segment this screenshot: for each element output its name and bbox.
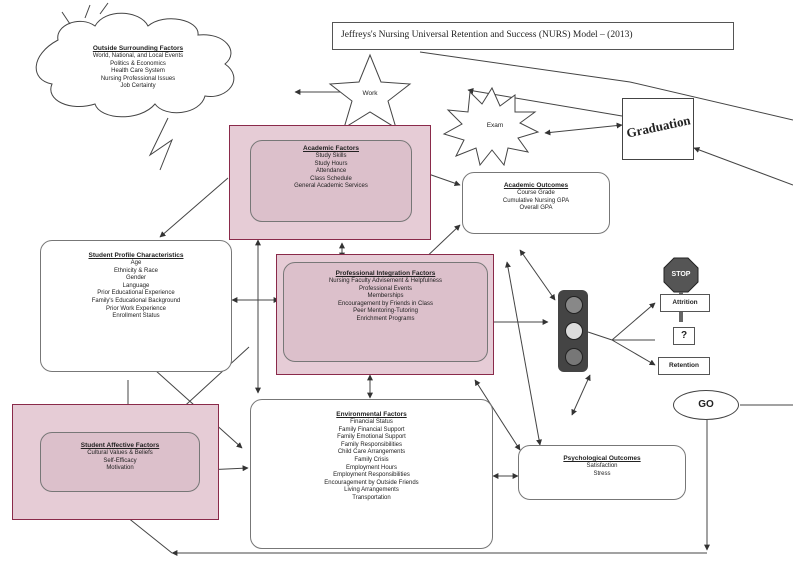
student-profile-item: Ethnicity & Race: [113, 267, 159, 274]
psychological-outcome-item: Stress: [593, 470, 611, 477]
student-affective-item: Self-Efficacy: [103, 457, 137, 464]
professional-integration-item: Memberships: [367, 293, 404, 300]
traffic-light-icon: [558, 290, 588, 372]
environmental-factor-item: Family Emotional Support: [337, 434, 406, 441]
student-profile-item: Prior Work Experience: [106, 305, 166, 312]
psychological-outcomes-title: Psychological Outcomes: [563, 455, 641, 462]
traffic-light-yellow: [565, 322, 583, 340]
professional-integration-item: Nursing Faculty Advisement & Helpfulness: [328, 278, 443, 284]
student-profile-box: Student Profile Characteristics Age Ethn…: [40, 240, 232, 372]
environmental-factor-item: Family Financial Support: [338, 426, 405, 433]
go-oval: GO: [673, 390, 739, 420]
professional-integration-box: Professional Integration Factors Nursing…: [283, 262, 488, 362]
model-title-box: Jeffreys's Nursing Universal Retention a…: [332, 22, 734, 50]
academic-factor-item: Class Schedule: [310, 175, 352, 182]
outside-factor-item: Job Certainty: [120, 83, 156, 90]
professional-integration-item: Peer Mentoring-Tutoring: [353, 308, 418, 315]
professional-integration-item: Professional Events: [358, 285, 413, 292]
outside-factors-text: Outside Surrounding Factors World, Natio…: [62, 44, 214, 91]
professional-integration-item: Encouragement by Friends in Class: [337, 300, 434, 307]
environmental-factors-box: Environmental Factors Financial Status F…: [250, 399, 493, 549]
model-title: Jeffreys's Nursing Universal Retention a…: [341, 30, 633, 40]
student-affective-item: Cultural Values & Beliefs: [87, 450, 153, 456]
student-profile-item: Prior Educational Experience: [97, 290, 175, 297]
outside-factors-title: Outside Surrounding Factors: [92, 45, 184, 52]
student-affective-box: Student Affective Factors Cultural Value…: [40, 432, 200, 492]
psychological-outcome-item: Satisfaction: [586, 463, 618, 469]
question-box: ?: [673, 327, 695, 345]
professional-integration-item: Enrichment Programs: [356, 315, 415, 322]
environmental-factor-item: Financial Status: [350, 419, 393, 425]
environmental-factor-item: Child Care Arrangements: [337, 449, 406, 456]
academic-factors-box: Academic Factors Study Skills Study Hour…: [250, 140, 412, 222]
environmental-factor-item: Family Crisis: [354, 456, 389, 463]
exam-label: Exam: [486, 122, 504, 129]
academic-outcomes-box: Academic Outcomes Course Grade Cumulativ…: [462, 172, 610, 234]
student-profile-title: Student Profile Characteristics: [88, 252, 184, 259]
student-profile-item: Family's Educational Background: [91, 297, 181, 304]
traffic-light-red: [565, 296, 583, 314]
academic-factor-item: Study Hours: [314, 160, 348, 167]
retention-box: Retention: [658, 357, 710, 375]
psychological-outcomes-box: Psychological Outcomes Satisfaction Stre…: [518, 445, 686, 500]
environmental-factor-item: Employment Responsibilities: [333, 472, 410, 479]
go-label: GO: [698, 399, 714, 410]
environmental-factors-title: Environmental Factors: [336, 411, 407, 418]
student-profile-item: Enrollment Status: [112, 313, 160, 320]
traffic-light-green: [565, 348, 583, 366]
work-label: Work: [362, 90, 378, 97]
academic-factor-item: General Academic Services: [294, 183, 368, 190]
student-profile-item: Language: [122, 282, 150, 289]
student-profile-item: Gender: [125, 275, 146, 282]
environmental-factor-item: Transportation: [352, 494, 391, 501]
environmental-factor-item: Family Responsibilities: [340, 441, 403, 448]
outside-factor-item: Politics & Economics: [110, 60, 166, 67]
graduation-diploma: Graduation: [622, 98, 694, 160]
academic-outcome-item: Course Grade: [517, 190, 555, 196]
academic-outcomes-title: Academic Outcomes: [503, 182, 569, 189]
graduation-label: Graduation: [625, 112, 692, 141]
environmental-factor-item: Living Arrangements: [344, 487, 399, 494]
outside-factor-item: Health Care System: [111, 68, 165, 75]
student-profile-item: Age: [130, 260, 142, 266]
student-affective-item: Motivation: [106, 465, 134, 472]
academic-factor-item: Attendance: [315, 168, 347, 175]
student-affective-title: Student Affective Factors: [80, 442, 160, 449]
environmental-factor-item: Employment Hours: [345, 464, 398, 471]
academic-factor-item: Study Skills: [315, 153, 347, 159]
academic-outcome-item: Cumulative Nursing GPA: [502, 197, 570, 204]
stop-label: STOP: [671, 271, 691, 278]
academic-outcome-item: Overall GPA: [519, 205, 553, 212]
environmental-factor-item: Encouragement by Outside Friends: [324, 479, 419, 486]
attrition-box: Attrition: [660, 294, 710, 312]
outside-factor-item: Nursing Professional Issues: [100, 75, 176, 82]
professional-integration-title: Professional Integration Factors: [335, 270, 436, 277]
outside-factor-item: World, National, and Local Events: [92, 53, 184, 59]
academic-factors-title: Academic Factors: [303, 145, 359, 152]
